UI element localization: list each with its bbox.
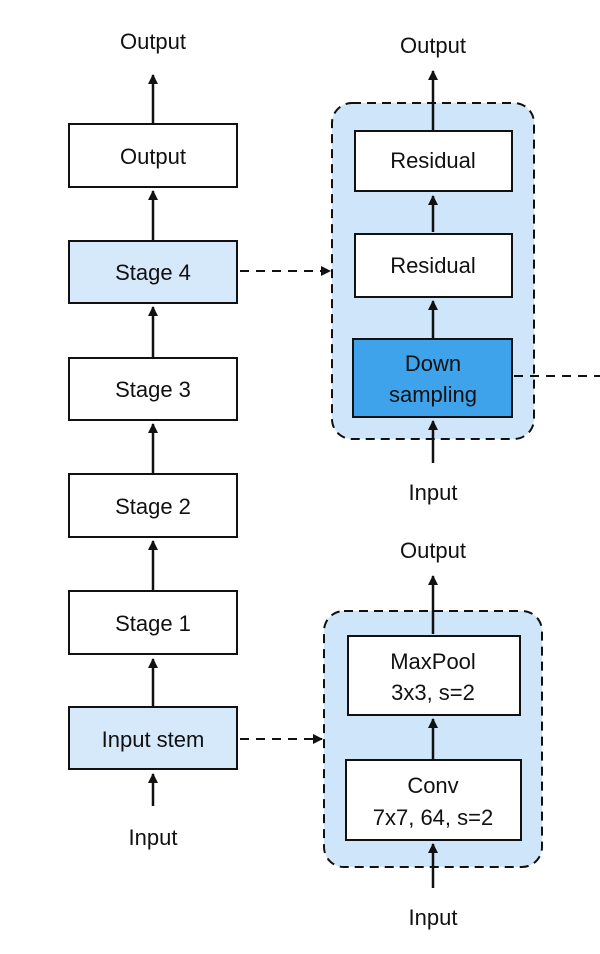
downsampling-box bbox=[352, 338, 513, 418]
input-stem-box bbox=[68, 706, 238, 770]
maxpool-label-line1: MaxPool bbox=[390, 649, 476, 674]
stage-detail: Output Residual Residual Down sampling I… bbox=[352, 33, 513, 505]
maxpool-box bbox=[347, 635, 521, 716]
stage-detail-input-label: Input bbox=[409, 480, 458, 505]
connectors bbox=[240, 266, 600, 744]
output-box-label: Output bbox=[120, 144, 186, 169]
downsampling-label-line1: Down bbox=[405, 351, 461, 376]
residual-bottom-label: Residual bbox=[390, 253, 476, 278]
stem-detail: Output MaxPool 3x3, s=2 Conv 7x7, 64, s=… bbox=[345, 538, 522, 930]
stage1-box-label: Stage 1 bbox=[115, 611, 191, 636]
conv-box bbox=[345, 759, 522, 841]
stem-detail-input-label: Input bbox=[409, 905, 458, 930]
residual-top-label: Residual bbox=[390, 148, 476, 173]
residual-bottom-box bbox=[354, 233, 513, 298]
residual-top-box bbox=[354, 130, 513, 192]
conv-label-line1: Conv bbox=[407, 773, 458, 798]
main-top-output-label: Output bbox=[120, 29, 186, 54]
downsampling-label-line2: sampling bbox=[389, 382, 477, 407]
stage2-box-label: Stage 2 bbox=[115, 494, 191, 519]
stage3-box bbox=[68, 357, 238, 421]
stage1-box bbox=[68, 590, 238, 655]
main-column: Output Output Stage 4 Stage 3 Stage 2 St… bbox=[68, 29, 238, 850]
main-bottom-input-label: Input bbox=[129, 825, 178, 850]
conv-label-line2: 7x7, 64, s=2 bbox=[373, 805, 493, 830]
stage4-box bbox=[68, 240, 238, 304]
stage4-box-label: Stage 4 bbox=[115, 260, 191, 285]
input-stem-box-label: Input stem bbox=[102, 727, 205, 752]
stage2-box bbox=[68, 473, 238, 538]
stem-detail-output-label: Output bbox=[400, 538, 466, 563]
maxpool-label-line2: 3x3, s=2 bbox=[391, 680, 475, 705]
stage3-box-label: Stage 3 bbox=[115, 377, 191, 402]
output-box bbox=[68, 123, 238, 188]
stage-detail-output-label: Output bbox=[400, 33, 466, 58]
